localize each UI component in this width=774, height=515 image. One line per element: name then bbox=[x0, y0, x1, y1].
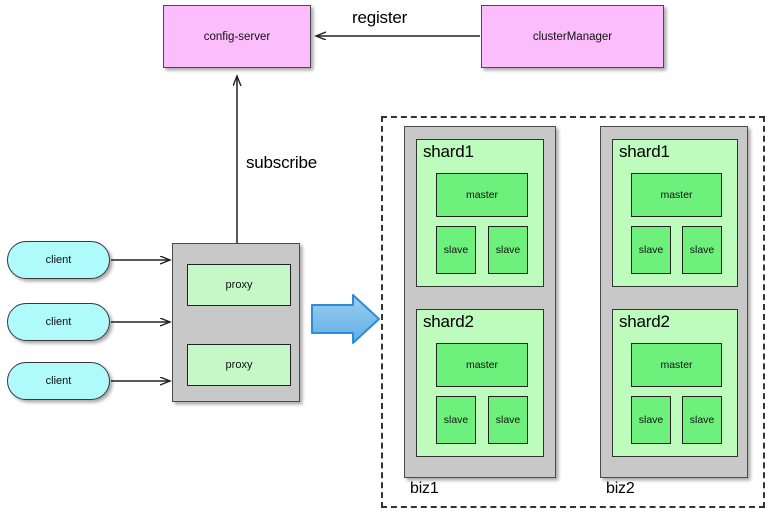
biz-2-shard-1: shard1 master slave slave bbox=[612, 139, 738, 287]
biz-1-shard-1-slave-2[interactable]: slave bbox=[488, 226, 528, 274]
blue-block-arrow bbox=[311, 294, 380, 344]
biz-1-shard-2-slave-2-label: slave bbox=[495, 414, 521, 426]
biz-2-shard-2-slave-2-label: slave bbox=[689, 414, 715, 426]
client-3-label: client bbox=[45, 375, 72, 387]
node-client-3[interactable]: client bbox=[7, 362, 110, 400]
biz-2-shard-1-master[interactable]: master bbox=[631, 173, 722, 217]
biz-2-shard-1-label: shard1 bbox=[619, 142, 670, 161]
biz-1-shard-1-slave-1[interactable]: slave bbox=[436, 226, 476, 274]
biz-2-shard-1-slave-1[interactable]: slave bbox=[631, 226, 671, 274]
biz-2-shard-2: shard2 master slave slave bbox=[612, 309, 738, 457]
biz-1-shard-2-master[interactable]: master bbox=[436, 343, 528, 387]
biz-1-label: biz1 bbox=[410, 480, 439, 497]
edge-label-register: register bbox=[352, 8, 408, 27]
node-proxy-2[interactable]: proxy bbox=[187, 344, 291, 386]
proxy-1-label: proxy bbox=[225, 279, 253, 291]
biz-1-shard-1: shard1 master slave slave bbox=[416, 139, 544, 287]
biz-2-shard-1-slave-2-label: slave bbox=[689, 244, 715, 256]
biz-2-shard-1-master-label: master bbox=[660, 189, 693, 201]
client-2-label: client bbox=[45, 316, 72, 328]
biz-1-shard-2-slave-2[interactable]: slave bbox=[488, 396, 528, 444]
biz-1-shard-2-slave-1-label: slave bbox=[443, 414, 469, 426]
biz-2-shard-2-master[interactable]: master bbox=[631, 343, 722, 387]
biz-2-shard-1-slave-1-label: slave bbox=[638, 244, 664, 256]
biz-2-shard-2-slave-1-label: slave bbox=[638, 414, 664, 426]
biz-2-shard-1-slave-2[interactable]: slave bbox=[682, 226, 722, 274]
proxy-group-container: proxy proxy bbox=[172, 243, 300, 402]
biz-1-shard-2: shard2 master slave slave bbox=[416, 309, 544, 457]
biz-1-shard-2-slave-1[interactable]: slave bbox=[436, 396, 476, 444]
proxy-2-label: proxy bbox=[225, 359, 253, 371]
biz-1-container: shard1 master slave slave shard2 master … bbox=[404, 126, 556, 478]
biz-1-shard-1-slave-2-label: slave bbox=[495, 244, 521, 256]
biz-1-shard-2-master-label: master bbox=[465, 359, 499, 371]
biz-1-shard-1-label: shard1 bbox=[423, 142, 474, 161]
node-cluster-manager[interactable]: clusterManager bbox=[481, 5, 664, 68]
biz-1-shard-2-label: shard2 bbox=[423, 312, 474, 331]
node-client-1[interactable]: client bbox=[7, 241, 110, 279]
biz-1-shard-1-master-label: master bbox=[465, 189, 499, 201]
edge-label-subscribe: subscribe bbox=[246, 153, 317, 172]
client-1-label: client bbox=[45, 254, 72, 266]
node-config-server[interactable]: config-server bbox=[163, 5, 311, 68]
cluster-manager-label: clusterManager bbox=[532, 30, 613, 43]
node-client-2[interactable]: client bbox=[7, 303, 110, 341]
biz-2-shard-2-master-label: master bbox=[660, 359, 693, 371]
biz-2-shard-2-label: shard2 bbox=[619, 312, 670, 331]
biz-1-shard-1-slave-1-label: slave bbox=[443, 244, 469, 256]
cluster-dashed-boundary bbox=[381, 116, 765, 508]
biz-2-container: shard1 master slave slave shard2 master … bbox=[600, 126, 748, 478]
config-server-label: config-server bbox=[203, 30, 271, 43]
biz-2-shard-2-slave-1[interactable]: slave bbox=[631, 396, 671, 444]
node-proxy-1[interactable]: proxy bbox=[187, 264, 291, 306]
biz-2-shard-2-slave-2[interactable]: slave bbox=[682, 396, 722, 444]
biz-2-label: biz2 bbox=[606, 480, 635, 497]
biz-1-shard-1-master[interactable]: master bbox=[436, 173, 528, 217]
